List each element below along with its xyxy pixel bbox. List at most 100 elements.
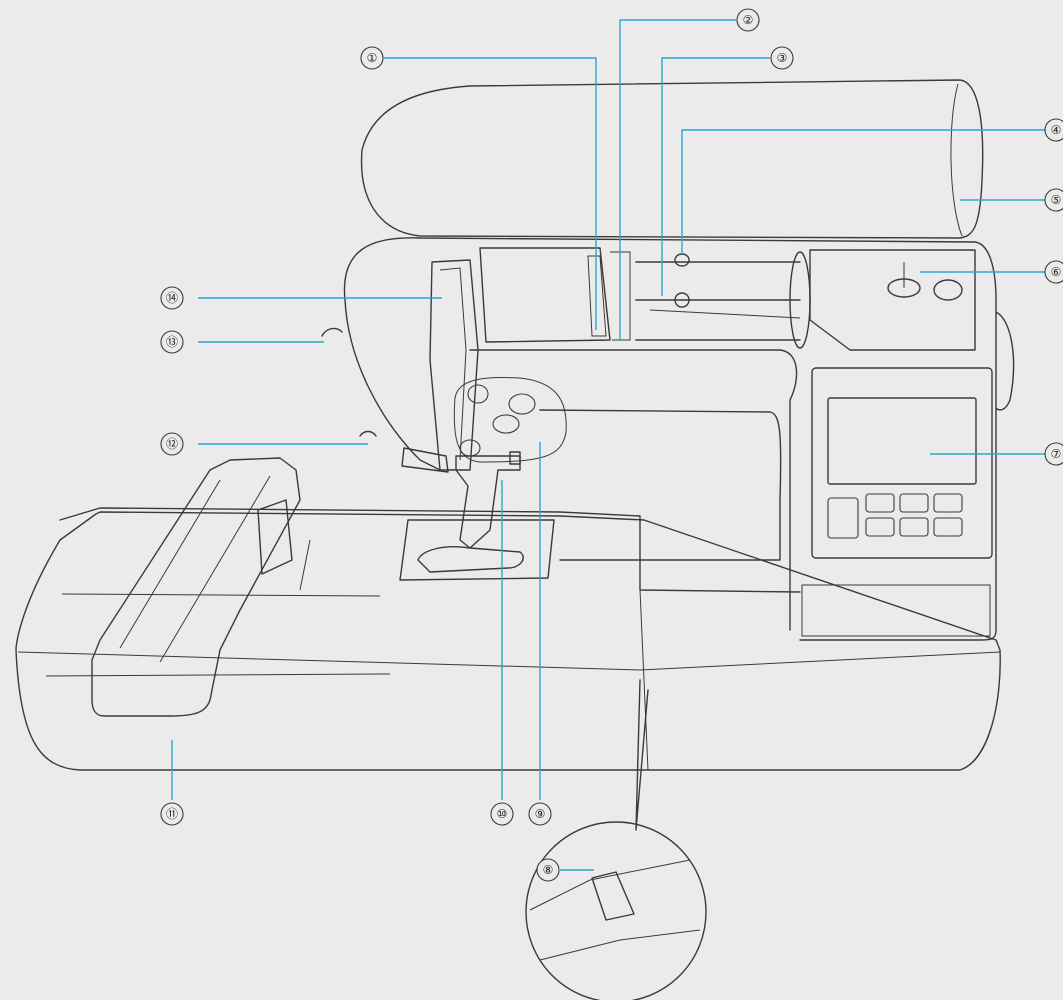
callout-12-label: ⑫: [166, 437, 178, 451]
callout-4: ④: [1044, 118, 1063, 142]
head-front-face: [344, 299, 441, 471]
callout-3: ③: [770, 46, 794, 70]
callout-4-ring: [1044, 118, 1063, 142]
callout-11: ⑪: [160, 802, 184, 826]
callout-12-ring: [160, 432, 184, 456]
callout-10-label: ⑩: [497, 807, 508, 821]
needle-housing: [429, 259, 479, 471]
callout-8-ring: [536, 858, 560, 882]
buttons-highlight: [453, 377, 567, 463]
callouts: ① ② ③ ④ ⑤ ⑥ ⑦ ⑧: [160, 8, 1063, 882]
usb-port-inset: [525, 821, 707, 1000]
top-cover: [360, 79, 984, 239]
panel-button-7: [933, 517, 963, 537]
callout-13-ring: [160, 330, 184, 354]
callout-7-label: ⑦: [1051, 447, 1062, 461]
panel-button-3: [899, 493, 929, 513]
flat-bed: [59, 507, 801, 593]
callout-6-ring: [1044, 260, 1063, 284]
panel-button-2: [865, 493, 895, 513]
embroidery-unit-slot-3: [299, 539, 311, 591]
callout-5: ⑤: [1044, 188, 1063, 212]
embroidery-carriage: [91, 457, 301, 717]
embroidery-unit-slot-2: [61, 593, 381, 597]
thread-guide-lever: [649, 309, 801, 319]
callout-3-label: ③: [777, 51, 788, 65]
callout-2: ②: [736, 8, 760, 32]
arm-opening: [539, 409, 782, 561]
callout-9: ⑨: [528, 802, 552, 826]
panel-button-1: [827, 497, 859, 539]
callout-12: ⑫: [160, 432, 184, 456]
callout-11-ring: [160, 802, 184, 826]
callout-7: ⑦: [1044, 442, 1063, 466]
side-lever: [401, 447, 449, 473]
callout-2-label: ②: [743, 13, 754, 27]
arm-underside: [469, 349, 798, 631]
callout-3-ring: [770, 46, 794, 70]
callout-8: ⑧: [536, 858, 560, 882]
embroidery-unit-body: [15, 511, 1001, 771]
thread-guide-plate: [479, 247, 611, 343]
usb-port-inset-body: [529, 859, 701, 961]
callout-1-ring: [360, 46, 384, 70]
callout-10: ⑩: [490, 802, 514, 826]
operation-button-c: [492, 414, 520, 434]
thread-guide-knob: [674, 253, 690, 267]
inset-leader: [635, 679, 649, 831]
callout-8-label: ⑧: [543, 863, 554, 877]
leader-2: [619, 19, 736, 340]
embroidery-unit-top-edge: [17, 651, 1001, 671]
machine-drawing: [15, 79, 1015, 1000]
embroidery-unit-slot-1: [45, 673, 391, 677]
thread-cutter: [321, 327, 343, 337]
side-lever-lower: [359, 430, 377, 437]
thread-take-up: [587, 255, 607, 337]
needle-housing-inner: [439, 267, 467, 461]
callout-4-label: ④: [1051, 123, 1062, 137]
thread-guide-disc: [674, 292, 690, 308]
lcd-screen: [827, 397, 977, 485]
operation-button-a: [467, 384, 489, 404]
top-cover-rim: [950, 83, 963, 237]
callout-13: ⑬: [160, 330, 184, 354]
operation-button-b: [508, 393, 536, 415]
panel-button-5: [865, 517, 895, 537]
leader-4: [681, 129, 1046, 254]
callout-7-ring: [1044, 442, 1063, 466]
panel-button-6: [899, 517, 929, 537]
callout-1-label: ①: [367, 51, 378, 65]
callout-9-ring: [528, 802, 552, 826]
bobbin: [933, 279, 963, 301]
callout-11-label: ⑪: [166, 807, 178, 821]
callout-6-label: ⑥: [1051, 265, 1062, 279]
leader-3: [661, 57, 770, 296]
needle-plate: [399, 519, 555, 581]
callout-2-ring: [736, 8, 760, 32]
lcd-panel-frame: [811, 367, 993, 559]
embroidery-unit-seam: [639, 589, 649, 771]
callout-5-ring: [1044, 188, 1063, 212]
panel-lower-recess: [801, 584, 991, 637]
callout-6: ⑥: [1044, 260, 1063, 284]
embroidery-carriage-ridge: [119, 475, 271, 663]
callout-10-ring: [490, 802, 514, 826]
callout-14-label: ⑭: [166, 291, 178, 305]
needle-clamp-screw: [509, 451, 521, 465]
callout-9-label: ⑨: [535, 807, 546, 821]
panel-button-4: [933, 493, 963, 513]
bobbin-cover: [417, 546, 524, 573]
leader-1: [384, 57, 597, 330]
spool-pin-bar: [635, 261, 801, 341]
leader-lines: [171, 19, 1046, 871]
callout-13-label: ⑬: [166, 335, 178, 349]
callout-14: ⑭: [160, 286, 184, 310]
callout-1: ①: [360, 46, 384, 70]
callout-14-ring: [160, 286, 184, 310]
callout-5-label: ⑤: [1051, 193, 1062, 207]
handwheel: [995, 311, 1015, 411]
bobbin-winder-base: [809, 249, 976, 351]
frame-holder-clip: [257, 499, 293, 575]
